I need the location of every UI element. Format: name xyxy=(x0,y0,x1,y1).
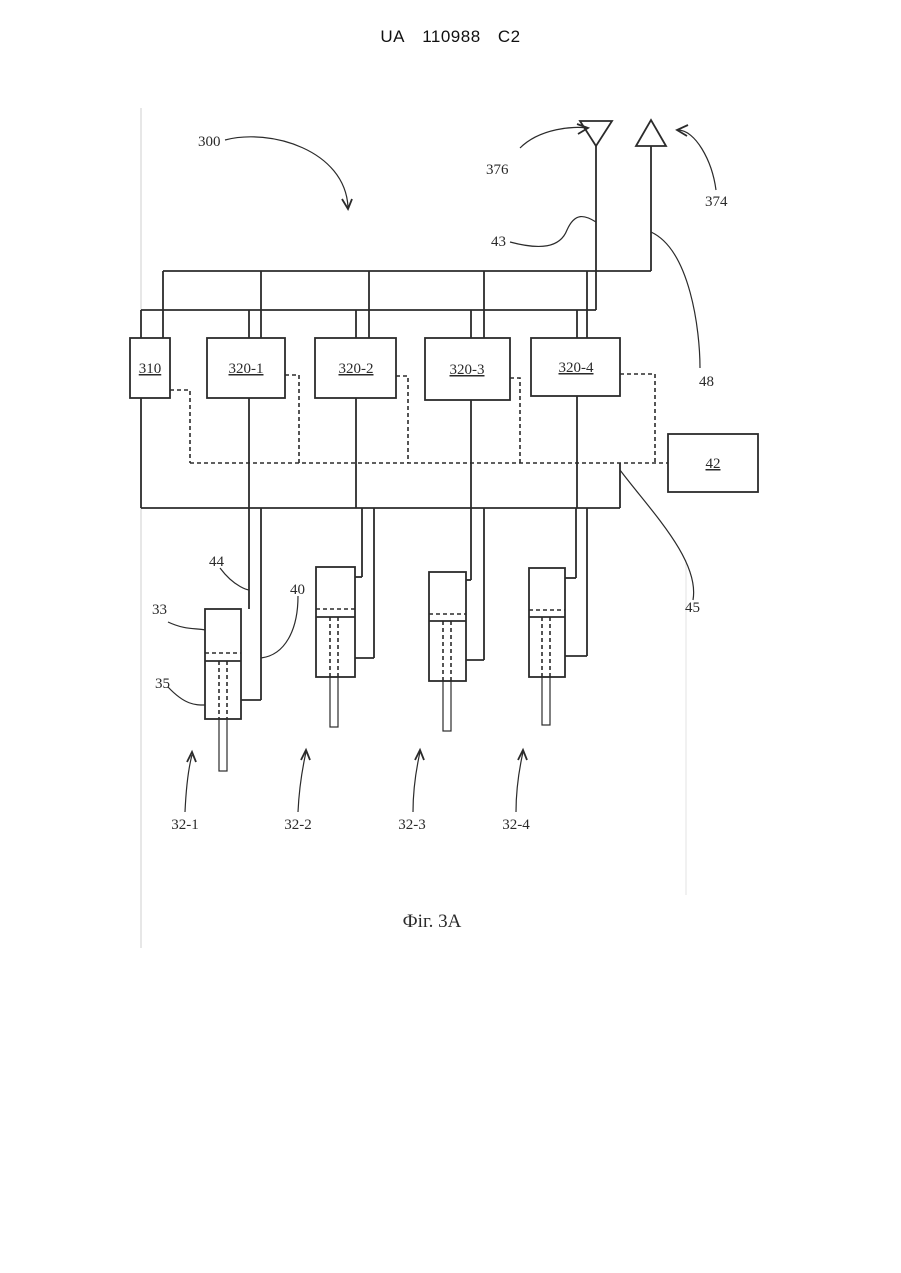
bus-taps xyxy=(141,271,587,338)
ref-43: 43 xyxy=(491,234,506,250)
controller-box-label: 310 xyxy=(139,361,162,377)
leader-lines xyxy=(168,124,716,812)
ref-32-1: 32-1 xyxy=(171,817,199,833)
ref-376: 376 xyxy=(486,162,509,178)
actuator-1 xyxy=(205,508,261,771)
unit-box-1-label: 320-1 xyxy=(229,361,264,377)
ref-32-3: 32-3 xyxy=(398,817,426,833)
ref-44: 44 xyxy=(209,554,225,570)
unit-box-4-label: 320-4 xyxy=(559,360,594,376)
ref-300: 300 xyxy=(198,134,221,150)
ref-32-4: 32-4 xyxy=(502,817,530,833)
figure-caption: Фіг. 3А xyxy=(403,911,462,932)
ref-33: 33 xyxy=(152,602,167,618)
actuator-2 xyxy=(316,508,374,727)
unit-box-2-label: 320-2 xyxy=(339,361,374,377)
ref-32-2: 32-2 xyxy=(284,817,312,833)
power-box-label: 42 xyxy=(706,456,721,472)
unit-box-3-label: 320-3 xyxy=(450,362,485,378)
receive-antenna-icon xyxy=(580,121,612,146)
ref-45: 45 xyxy=(685,600,700,616)
ref-374: 374 xyxy=(705,194,728,210)
ref-40: 40 xyxy=(290,582,305,598)
ref-48: 48 xyxy=(699,374,714,390)
ref-35: 35 xyxy=(155,676,170,692)
transmit-antenna-icon xyxy=(636,120,666,146)
actuator-4 xyxy=(529,508,587,725)
actuator-3 xyxy=(429,508,484,731)
